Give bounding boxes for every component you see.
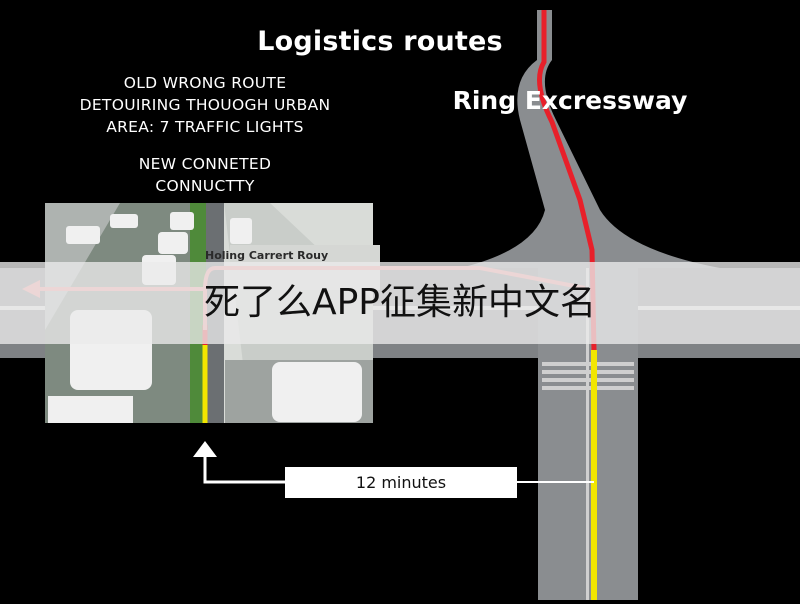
new-route-line-2: CONNUCTTY bbox=[155, 177, 255, 195]
old-route-note: OLD WRONG ROUTE DETOUIRING THOUOGH URBAN… bbox=[20, 72, 390, 138]
old-route-line-2: DETOUIRING THOUOGH URBAN bbox=[79, 96, 331, 114]
ring-expressway-label: Ring Excressway bbox=[452, 86, 688, 115]
inset-road-label: Holing Carrert Rouy bbox=[205, 249, 329, 262]
expressway-divider bbox=[586, 268, 589, 600]
overlay-banner bbox=[0, 262, 800, 344]
old-route-line-1: OLD WRONG ROUTE bbox=[123, 74, 287, 92]
banner-text: 死了么APP征集新中文名 bbox=[203, 282, 597, 323]
crosswalk bbox=[542, 362, 634, 390]
ring-expressway-ramp bbox=[460, 10, 720, 268]
diagram-title: Logistics routes bbox=[257, 26, 503, 57]
route-red-segment bbox=[537, 10, 597, 351]
old-route-line-3: AREA: 7 TRAFFIC LIGHTS bbox=[106, 118, 304, 136]
new-route-line-1: NEW CONNETED bbox=[138, 155, 272, 173]
travel-time-box: 12 minutes bbox=[285, 467, 517, 498]
new-route-note: NEW CONNETED CONNUCTTY bbox=[20, 153, 390, 197]
guide-line-left bbox=[203, 455, 285, 484]
up-arrow-icon bbox=[193, 441, 217, 457]
